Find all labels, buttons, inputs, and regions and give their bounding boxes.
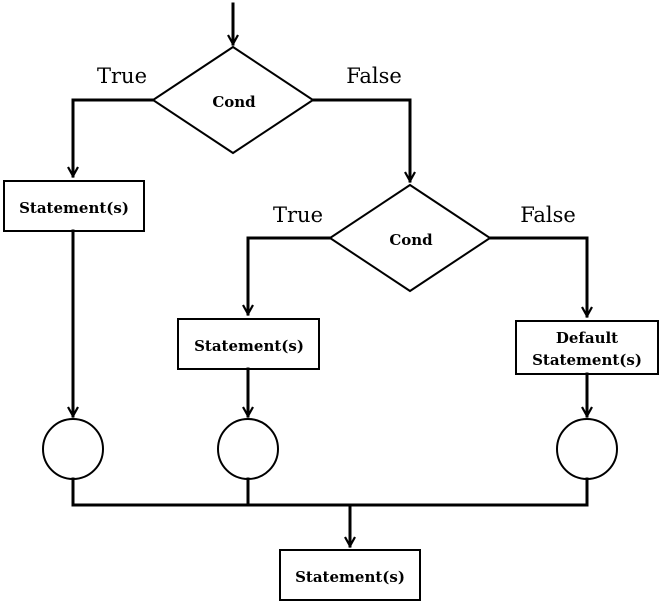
statement-final-label: Statement(s) bbox=[295, 568, 405, 586]
statement-middle-box bbox=[177, 318, 320, 370]
statement-left-label: Statement(s) bbox=[19, 199, 129, 217]
statement-default-line1: Default bbox=[556, 329, 618, 347]
statement-middle-label: Statement(s) bbox=[194, 337, 304, 355]
statement-default-box bbox=[515, 320, 659, 375]
false-branch-1-arrow bbox=[311, 98, 410, 181]
decision-2 bbox=[328, 183, 492, 293]
true-branch-1-arrow bbox=[73, 98, 155, 176]
decision-2-true-label: True bbox=[273, 203, 323, 227]
statement-default-line2: Statement(s) bbox=[532, 351, 642, 369]
junction-circle-left bbox=[42, 418, 104, 480]
decision-2-false-label: False bbox=[520, 203, 576, 227]
decision-1 bbox=[151, 45, 315, 155]
decision-1-false-label: False bbox=[346, 64, 402, 88]
true-branch-2-arrow bbox=[248, 236, 332, 314]
junction-circle-right bbox=[556, 418, 618, 480]
decision-1-true-label: True bbox=[97, 64, 147, 88]
decision-2-label: Cond bbox=[389, 231, 433, 249]
decision-1-label: Cond bbox=[212, 93, 256, 111]
statement-left-box bbox=[3, 180, 145, 232]
statement-final-box bbox=[279, 549, 421, 601]
false-branch-2-arrow bbox=[488, 236, 587, 316]
junction-circle-middle bbox=[217, 418, 279, 480]
